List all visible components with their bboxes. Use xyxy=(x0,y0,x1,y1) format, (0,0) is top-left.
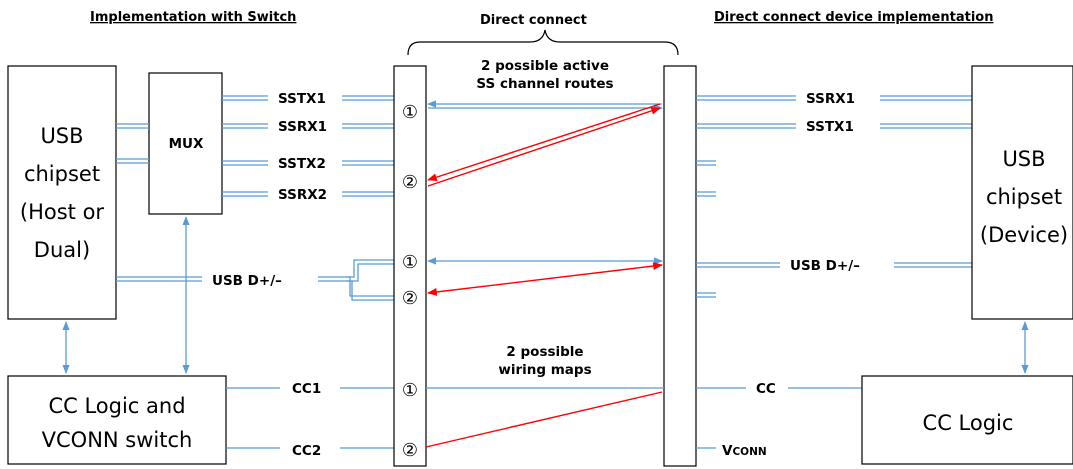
pin-ss-2: ② xyxy=(402,172,418,193)
pin-ss-1: ① xyxy=(402,102,418,123)
usb-dpdm-right-wires xyxy=(696,262,972,268)
label-cc-right: CC xyxy=(756,381,776,397)
annotation-wiring-1: 2 possible xyxy=(506,344,583,360)
label-ssrx2-left: SSRX2 xyxy=(278,187,327,203)
label-cc1: CC1 xyxy=(292,381,321,397)
cc-logic-right-label: CC Logic xyxy=(923,411,1014,435)
label-cc2: CC2 xyxy=(292,443,321,459)
right-ss-wires xyxy=(696,95,972,298)
label-vconn-right: VCONN xyxy=(722,443,767,459)
annotation-ss-routes-1: 2 possible active xyxy=(481,58,609,74)
usb-chipset-host-line2: chipset xyxy=(24,162,100,186)
mux-box xyxy=(148,72,223,215)
usb-chipset-device-line2: chipset xyxy=(986,185,1062,209)
label-sstx2-left: SSTX2 xyxy=(278,156,326,172)
header-right: Direct connect device implementation xyxy=(714,10,993,25)
mux-ss-wires xyxy=(222,95,394,197)
usb-route-2 xyxy=(427,262,663,296)
pin-cc-1: ① xyxy=(402,380,418,401)
usb-chipset-device-box xyxy=(971,65,1073,320)
chipset-mux-wires xyxy=(116,123,149,164)
pin-cc-2: ② xyxy=(402,440,418,461)
usb-chipset-host-line4: Dual) xyxy=(34,238,90,262)
annotation-ss-routes-2: SS channel routes xyxy=(476,76,613,92)
direct-connect-brace xyxy=(407,29,679,56)
pin-usb-2: ② xyxy=(402,288,418,309)
usb-chipset-device-line1: USB xyxy=(1002,147,1045,171)
cc-logic-right-box xyxy=(861,375,1073,465)
label-ssrx1-left: SSRX1 xyxy=(278,119,327,135)
label-sstx1-left: SSTX1 xyxy=(278,91,326,107)
label-vconn-v: V xyxy=(722,443,733,459)
usb-chipset-host-line1: USB xyxy=(40,124,83,148)
label-ssrx1-right: SSRX1 xyxy=(806,91,855,107)
label-usb-dpdm-left: USB D+/– xyxy=(212,273,282,289)
usb-chipset-host-box xyxy=(7,65,117,320)
cc-logic-vconn-line1: CC Logic and xyxy=(48,394,185,418)
ss-route-2-a xyxy=(427,103,661,181)
usb-chipset-device-line3: (Device) xyxy=(980,223,1068,247)
label-vconn-rest: CONN xyxy=(732,446,766,458)
header-left: Implementation with Switch xyxy=(90,10,296,25)
cc-logic-vconn-box xyxy=(7,375,227,465)
annotation-wiring-2: wiring maps xyxy=(498,362,591,378)
header-center: Direct connect xyxy=(480,13,587,28)
pin-usb-1: ① xyxy=(402,252,418,273)
ss-route-2-b xyxy=(427,107,661,187)
connector-left xyxy=(393,65,427,467)
label-sstx1-right: SSTX1 xyxy=(806,119,854,135)
usb-chipset-host-line3: (Host or xyxy=(20,200,105,224)
connector-right xyxy=(663,65,697,467)
cc-route-2 xyxy=(425,391,663,448)
mux-label: MUX xyxy=(169,136,204,152)
cc-logic-vconn-line2: VCONN switch xyxy=(42,428,193,452)
label-usb-dpdm-right: USB D+/– xyxy=(790,258,860,274)
